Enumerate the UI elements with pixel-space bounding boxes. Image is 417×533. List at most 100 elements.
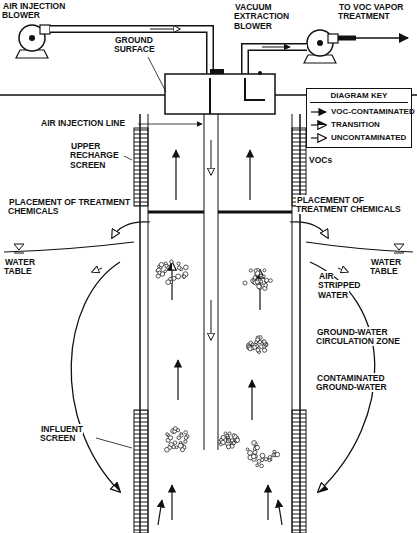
flow-arrows bbox=[278, 500, 282, 525]
air-bubbles bbox=[221, 435, 225, 439]
zone-label: CONTAMINATED GROUND-WATER bbox=[316, 373, 388, 392]
air-bubbles bbox=[179, 443, 184, 448]
air-bubbles bbox=[253, 450, 257, 454]
blower-label: VACUUM EXTRACTION BLOWER bbox=[234, 3, 316, 31]
vacuum-extraction-blower bbox=[328, 34, 338, 43]
air-bubbles bbox=[159, 262, 163, 266]
air-bubbles bbox=[260, 458, 263, 461]
circulation-arrows bbox=[338, 268, 348, 272]
air-bubbles bbox=[165, 264, 168, 267]
air-bubbles bbox=[166, 433, 169, 436]
circulation-arrows bbox=[92, 268, 102, 272]
chemicals-label: PLACEMENT OF TREATMENT CHEMICALS bbox=[8, 198, 132, 217]
flow-arrows bbox=[158, 150, 282, 525]
air-injection-line bbox=[204, 114, 218, 450]
air-bubbles bbox=[257, 284, 261, 288]
zone-label: GROUND-WATER CIRCULATION ZONE bbox=[316, 327, 401, 346]
air-bubbles bbox=[262, 340, 266, 344]
air-bubbles bbox=[262, 340, 266, 344]
upper-recharge-screen bbox=[134, 128, 148, 206]
flow-arrows bbox=[175, 150, 176, 200]
air-bubbles bbox=[156, 260, 280, 468]
air-bubbles bbox=[260, 453, 265, 458]
flow-label: AIR STRIPPED WATER bbox=[318, 271, 361, 300]
air-bubbles bbox=[227, 438, 231, 442]
air-bubbles bbox=[256, 348, 260, 352]
blower-label: AIR INJECTION BLOWER bbox=[2, 2, 74, 21]
air-bubbles bbox=[228, 439, 231, 442]
air-bubbles bbox=[252, 454, 256, 458]
flow-arrows bbox=[251, 380, 252, 420]
influent-screen bbox=[292, 410, 306, 533]
air-bubbles bbox=[232, 434, 235, 437]
water-table bbox=[4, 242, 413, 253]
air-bubbles bbox=[178, 443, 183, 448]
air-bubbles bbox=[177, 262, 180, 265]
influent-screen bbox=[134, 410, 148, 533]
air-bubbles bbox=[264, 458, 267, 461]
air-bubbles bbox=[248, 451, 253, 456]
blower-label: AIR INJECTION BLOWER bbox=[2, 1, 65, 20]
air-bubbles bbox=[177, 266, 181, 270]
wellhead-vault bbox=[258, 71, 262, 75]
water-table-label: WATER TABLE bbox=[4, 257, 35, 276]
leader-lines bbox=[138, 124, 202, 125]
water-table bbox=[394, 244, 404, 250]
air-injection-line bbox=[218, 114, 219, 450]
key-entry: VOC-CONTAMINATED bbox=[310, 105, 408, 118]
air-bubbles bbox=[176, 274, 181, 279]
flow-arrows bbox=[267, 485, 268, 520]
ground-surface bbox=[0, 94, 165, 96]
zone-label: CONTAMINATED GROUND-WATER bbox=[316, 374, 412, 393]
key-text: VOC-CONTAMINATED bbox=[331, 107, 415, 116]
air-bubbles bbox=[255, 280, 259, 284]
air-bubbles bbox=[256, 345, 259, 348]
key-sample bbox=[310, 133, 328, 143]
air-injection-line bbox=[204, 114, 205, 450]
air-pipe bbox=[50, 29, 210, 78]
key-sample bbox=[310, 107, 328, 117]
diagram-key: DIAGRAM KEYVOC-CONTAMINATEDTRANSITIONUNC… bbox=[306, 88, 412, 148]
air-bubbles bbox=[224, 432, 227, 435]
circulation-arrows bbox=[71, 262, 120, 492]
vapor-label: VOCs bbox=[308, 156, 348, 165]
air-bubbles bbox=[273, 450, 276, 453]
air-bubbles bbox=[243, 281, 247, 285]
air-bubbles bbox=[166, 265, 170, 269]
air-bubbles bbox=[253, 276, 257, 280]
chemical-placement-arrows bbox=[290, 222, 328, 238]
water-table bbox=[306, 242, 413, 252]
air-bubbles bbox=[263, 348, 267, 352]
air-bubbles bbox=[264, 283, 268, 287]
air-bubbles bbox=[255, 445, 259, 449]
air-bubbles bbox=[235, 438, 239, 442]
blower-label: VACUUM EXTRACTION BLOWER bbox=[234, 2, 289, 31]
wellhead-vault bbox=[210, 69, 224, 74]
water-table-label: WATER TABLE bbox=[4, 258, 48, 277]
leader-lines bbox=[124, 156, 132, 160]
air-bubbles bbox=[172, 276, 176, 280]
packer bbox=[148, 212, 292, 213]
pipe-label: AIR INJECTION LINE bbox=[40, 119, 138, 128]
air-bubbles bbox=[164, 270, 167, 273]
wellhead-vault bbox=[245, 78, 265, 100]
flow-label: AIR STRIPPED WATER bbox=[318, 272, 378, 300]
pipe-label: AIR INJECTION LINE bbox=[40, 118, 126, 128]
air-bubbles bbox=[220, 443, 223, 446]
air-bubbles bbox=[184, 431, 188, 435]
vapor-label: TO VOC VAPOR TREATMENT bbox=[338, 2, 403, 21]
air-bubbles bbox=[263, 269, 266, 272]
upper-recharge-screen bbox=[134, 128, 306, 206]
air-bubbles bbox=[247, 345, 251, 349]
chemicals-label: PLACEMENT OF TREATMENT CHEMICALS bbox=[8, 197, 130, 216]
chemical-placement-arrows bbox=[112, 222, 150, 238]
air-bubbles bbox=[249, 269, 252, 272]
flow-arrows bbox=[158, 500, 162, 525]
air-pipe bbox=[50, 29, 210, 78]
key-title: DIAGRAM KEY bbox=[310, 91, 408, 103]
screen-label: INFLUENT SCREEN bbox=[40, 425, 96, 444]
air-bubbles bbox=[165, 447, 170, 452]
air-injection-line bbox=[211, 140, 212, 175]
leader-lines bbox=[96, 438, 132, 448]
